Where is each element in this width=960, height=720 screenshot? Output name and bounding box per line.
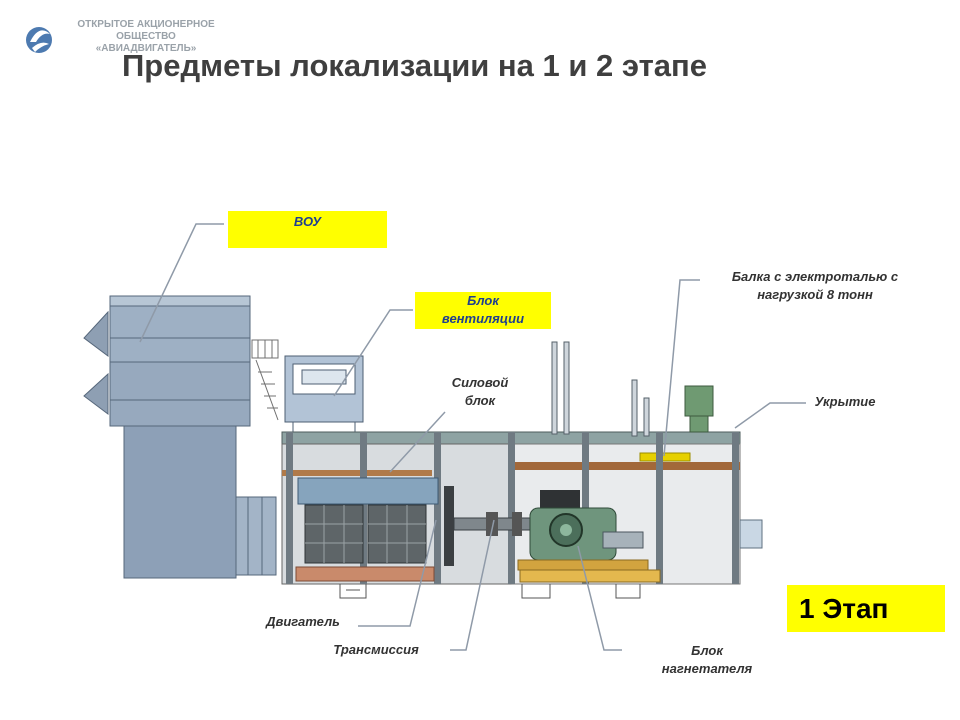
transmission <box>444 486 531 566</box>
stage-badge: 1 Этап <box>787 585 945 632</box>
label-cover: Укрытие <box>814 394 876 409</box>
label-power-block: Силовой блок <box>451 375 509 408</box>
callout-ventilation-block: Блок вентиляции <box>415 292 551 329</box>
air-intake-unit <box>83 295 277 579</box>
exhaust-stacks <box>551 341 714 437</box>
service-ladder <box>251 339 279 421</box>
label-crane-beam: Балка с электроталью с нагрузкой 8 тонн <box>731 269 899 302</box>
engine <box>295 477 439 599</box>
organization-name: ОТКРЫТОЕ АКЦИОНЕРНОЕ ОБЩЕСТВО «АВИАДВИГА… <box>77 19 215 54</box>
callout-vou: ВОУ <box>228 211 387 248</box>
label-engine: Двигатель <box>266 614 340 629</box>
company-logo-icon <box>26 27 52 53</box>
label-blower-block: Блок нагнетателя <box>661 643 753 676</box>
callout-leaders <box>139 223 806 651</box>
label-transmission: Трансмиссия <box>333 642 419 657</box>
page-title: Предметы локализации на 1 и 2 этапе <box>122 48 707 83</box>
ventilation-unit <box>284 355 364 436</box>
